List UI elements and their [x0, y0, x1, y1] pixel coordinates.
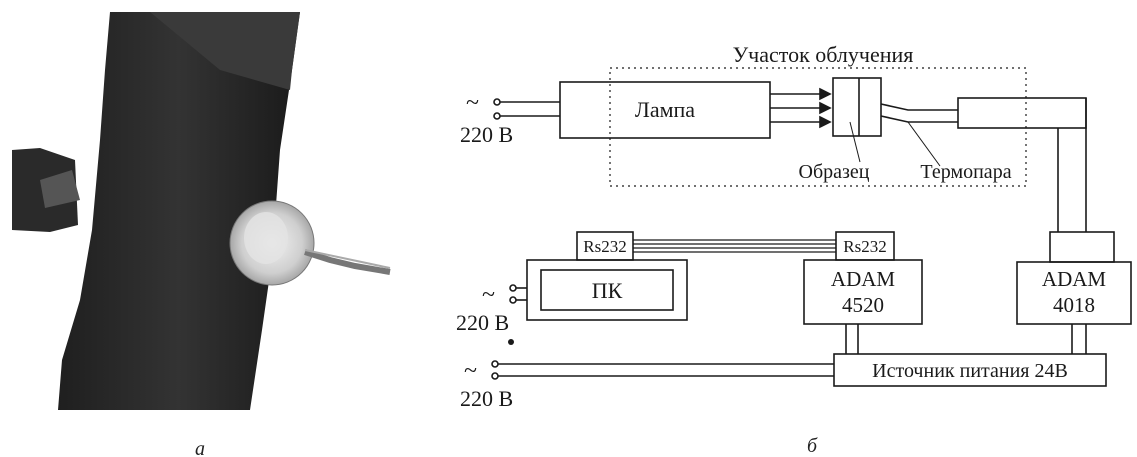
terminal-bottom — [494, 113, 500, 119]
thermocouple-line-2 — [881, 116, 958, 122]
terminal-top — [492, 361, 498, 367]
voltage-label-lamp: 220 В — [460, 122, 513, 147]
adam4018-label-2: 4018 — [1053, 293, 1095, 317]
ac-symbol: ~ — [482, 282, 495, 308]
sample-label: Образец — [799, 161, 870, 183]
caption-b: б — [807, 435, 818, 457]
adam4520-label-2: 4520 — [842, 293, 884, 317]
ac-symbol: ~ — [466, 90, 479, 116]
block-diagram — [492, 68, 1131, 386]
thermocouple-leader — [908, 122, 940, 166]
thermocouple-label: Термопара — [920, 161, 1011, 183]
adam4018-label-1: ADAM — [1042, 267, 1106, 291]
sample-block — [833, 78, 881, 136]
lamp-label: Лампа — [635, 97, 695, 122]
terminal-top — [494, 99, 500, 105]
terminal-top — [510, 285, 516, 291]
thermocouple-line-1 — [881, 104, 958, 110]
light-arrows — [770, 89, 830, 127]
cable-vertical — [1058, 98, 1086, 232]
caption-a: а — [195, 438, 205, 457]
adam4018-connector — [1050, 232, 1114, 262]
terminal-bottom — [510, 297, 516, 303]
voltage-label-pc: 220 В — [456, 310, 509, 335]
zone-title: Участок облучения — [733, 42, 914, 67]
cable-horizontal — [958, 98, 1086, 128]
sample-highlight — [244, 212, 288, 264]
rs232-left-label: Rs232 — [583, 237, 626, 256]
ac-symbol: ~ — [464, 358, 477, 384]
pc-label: ПК — [592, 278, 623, 303]
adam4520-label-1: ADAM — [831, 267, 895, 291]
power-supply-label: Источник питания 24В — [872, 360, 1068, 382]
rs232-right-label: Rs232 — [843, 237, 886, 256]
photo-sample-holder — [12, 12, 398, 410]
ink-dot — [508, 339, 514, 345]
voltage-label-supply: 220 В — [460, 386, 513, 411]
terminal-bottom — [492, 373, 498, 379]
